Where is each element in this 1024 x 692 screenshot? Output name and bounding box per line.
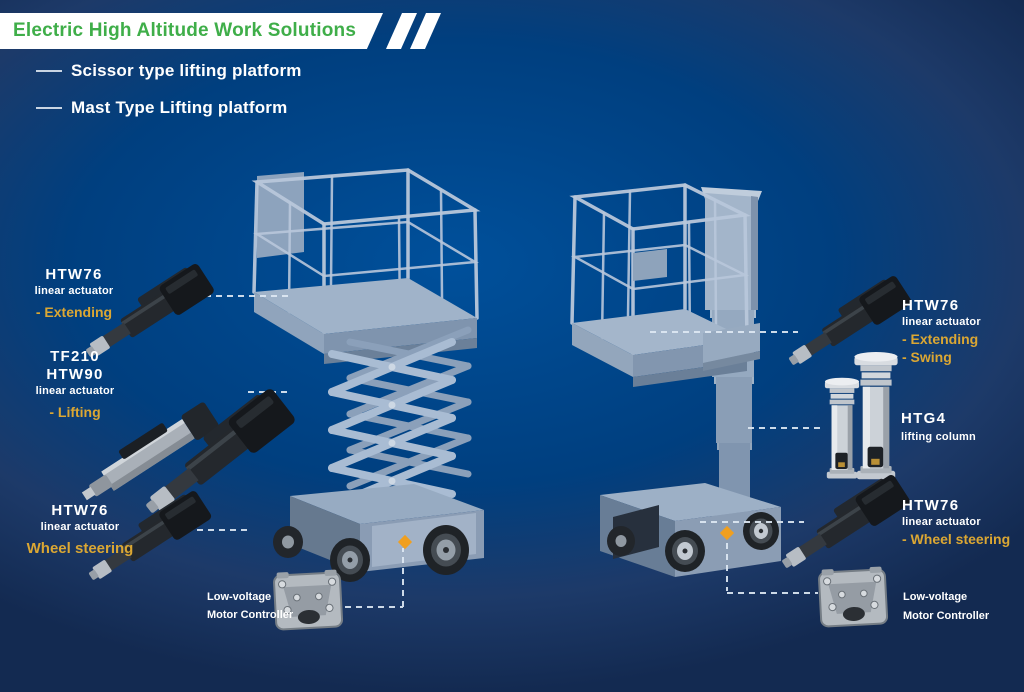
callout-right-wheel-steering: HTW76 linear actuator - Wheel steering bbox=[902, 497, 1024, 548]
callout-left-extending: HTW76 linear actuator - Extending bbox=[14, 266, 134, 321]
function-label: - Extending bbox=[902, 331, 979, 347]
function-label: - Wheel steering bbox=[902, 531, 1011, 547]
mast-basket bbox=[569, 183, 760, 387]
scissor-chassis bbox=[273, 484, 484, 582]
model-label: HTW76 bbox=[902, 497, 960, 514]
model-label: HTW76 bbox=[902, 297, 960, 314]
subtitle-mast: Mast Type Lifting platform bbox=[36, 98, 287, 118]
type-label: linear actuator bbox=[35, 385, 115, 397]
callout-right-lifting-column: HTG4 lifting column bbox=[901, 410, 1021, 444]
scissor-platform-cage bbox=[251, 168, 481, 364]
function-label: - Extending bbox=[35, 304, 113, 320]
banner-stripe-icon bbox=[409, 13, 442, 49]
component-motor-controller-right bbox=[817, 565, 889, 628]
type-label: lifting column bbox=[901, 431, 976, 443]
callout-right-controller: Low-voltage Motor Controller bbox=[903, 588, 989, 625]
model-label: HTW76 bbox=[51, 502, 109, 519]
callout-left-lifting: TF210 HTW90 linear actuator - Lifting bbox=[15, 348, 135, 421]
type-label: linear actuator bbox=[902, 516, 981, 528]
component-htw76-wheel-steering-actuator-right bbox=[773, 471, 912, 580]
controller-label-line1: Low-voltage bbox=[903, 591, 968, 603]
connector-right-controller bbox=[726, 543, 818, 594]
function-label: Wheel steering bbox=[26, 540, 134, 557]
scissor-wheels bbox=[273, 525, 469, 582]
callout-left-wheel-steering: HTW76 linear actuator Wheel steering bbox=[20, 502, 140, 557]
component-htg4-lifting-column-short bbox=[824, 377, 860, 479]
mast-column bbox=[701, 187, 762, 527]
component-htw76-extending-swing-actuator bbox=[780, 272, 913, 376]
subtitle-label: Scissor type lifting platform bbox=[71, 61, 302, 80]
function-label: - Lifting bbox=[49, 404, 101, 420]
model-label: TF210 bbox=[50, 348, 100, 365]
dash-bullet-icon bbox=[36, 107, 62, 109]
header-banner: Electric High Altitude Work Solutions bbox=[0, 13, 383, 49]
function-label: - Swing bbox=[902, 349, 952, 365]
subtitle-scissor: Scissor type lifting platform bbox=[36, 61, 302, 81]
scissor-arms bbox=[328, 326, 472, 510]
callout-right-extending-swing: HTW76 linear actuator - Extending - Swin… bbox=[902, 297, 1022, 366]
controller-location-dot bbox=[397, 534, 413, 550]
mast-chassis bbox=[600, 483, 781, 577]
component-htw90-lifting-actuator bbox=[134, 385, 297, 527]
callout-left-controller: Low-voltage Motor Controller bbox=[207, 589, 293, 624]
controller-label-line2: Motor Controller bbox=[207, 609, 294, 621]
type-label: linear actuator bbox=[40, 521, 120, 533]
type-label: linear actuator bbox=[902, 316, 981, 328]
scissor-lift-illustration bbox=[251, 168, 484, 582]
mast-lift-illustration bbox=[569, 183, 781, 577]
controller-label-line2: Motor Controller bbox=[903, 610, 990, 622]
connector-left-controller bbox=[345, 548, 404, 608]
component-htg4-lifting-column-tall bbox=[854, 352, 898, 480]
page-title: Electric High Altitude Work Solutions bbox=[13, 20, 357, 41]
mast-wheels bbox=[607, 512, 779, 572]
model-label: HTW90 bbox=[46, 366, 104, 383]
controller-label-line1: Low-voltage bbox=[207, 591, 272, 603]
type-label: linear actuator bbox=[34, 285, 114, 297]
dash-bullet-icon bbox=[36, 70, 62, 72]
model-label: HTG4 bbox=[901, 410, 947, 427]
controller-location-dot bbox=[719, 525, 735, 541]
model-label: HTW76 bbox=[45, 266, 103, 283]
subtitle-label: Mast Type Lifting platform bbox=[71, 98, 288, 117]
